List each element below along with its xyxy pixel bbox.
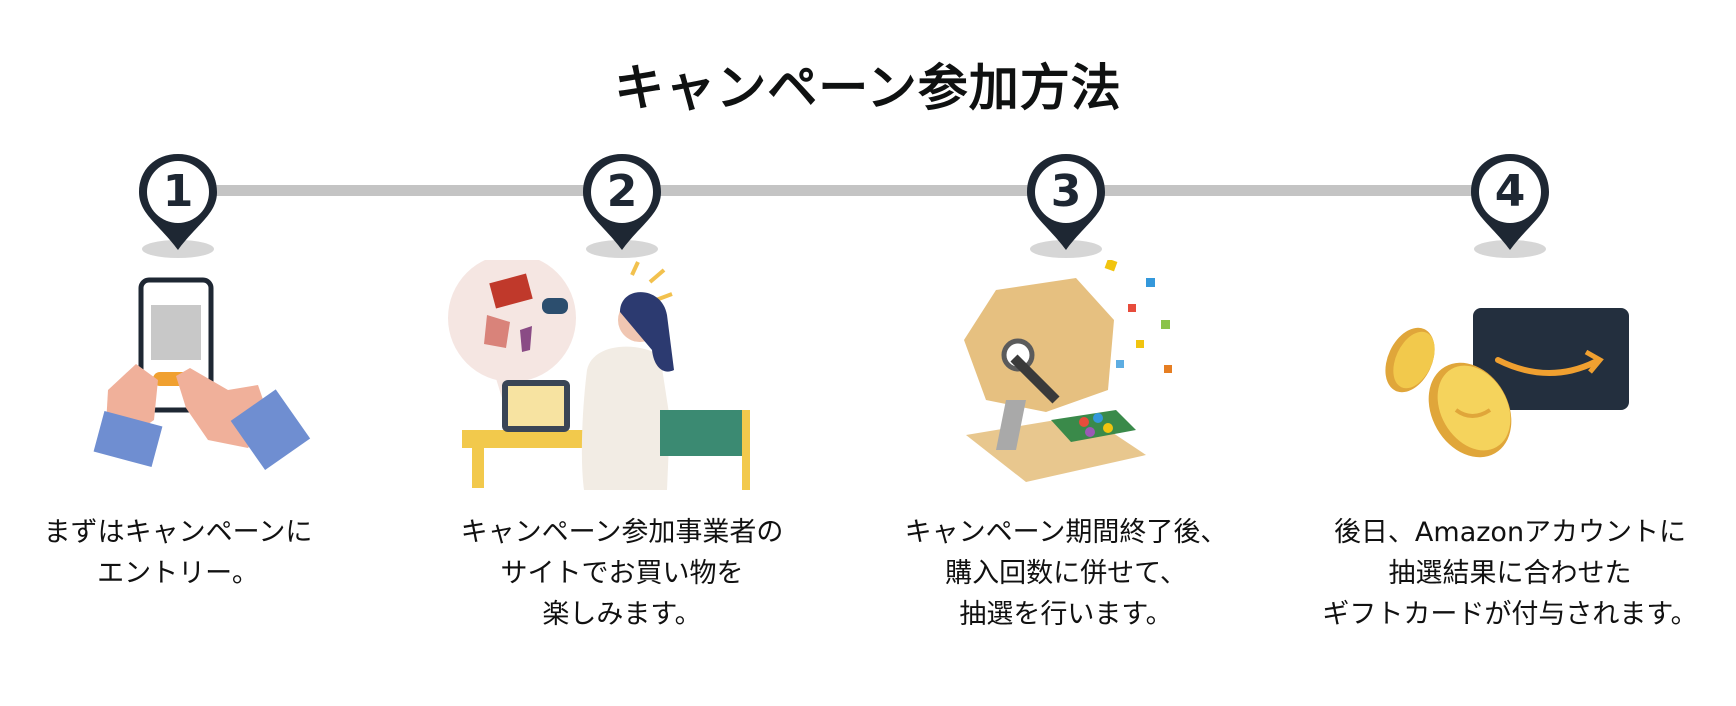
phone-tap-icon [0, 260, 398, 490]
desc-line: 楽しみます。 [402, 594, 842, 635]
step-3: 3 キャンペーン期間終了後、 購入回数に併せて、 抽選を行います。 [846, 0, 1286, 706]
step-number: 1 [138, 160, 218, 224]
step-1: 1 まずはキャンペーンに エントリー。 [0, 0, 398, 706]
step-description: キャンペーン参加事業者の サイトでお買い物を 楽しみます。 [402, 512, 842, 635]
step-number: 4 [1470, 160, 1550, 224]
step-number: 2 [582, 160, 662, 224]
desc-line: 抽選結果に合わせた [1290, 553, 1730, 594]
step-2: 2 キャンペーン参加事業者の サイトでお買い物を 楽しみます。 [402, 0, 842, 706]
desc-line: まずはキャンペーンに [0, 512, 398, 553]
desc-line: 抽選を行います。 [846, 594, 1286, 635]
shopping-woman-icon [402, 260, 842, 490]
desc-line: キャンペーン参加事業者の [402, 512, 842, 553]
desc-line: 後日、Amazonアカウントに [1290, 512, 1730, 553]
step-description: キャンペーン期間終了後、 購入回数に併せて、 抽選を行います。 [846, 512, 1286, 635]
step-number: 3 [1026, 160, 1106, 224]
gift-card-coins-icon [1290, 260, 1730, 490]
lottery-machine-icon [846, 260, 1286, 490]
desc-line: 購入回数に併せて、 [846, 553, 1286, 594]
desc-line: ギフトカードが付与されます。 [1290, 594, 1730, 635]
desc-line: エントリー。 [0, 553, 398, 594]
step-description: まずはキャンペーンに エントリー。 [0, 512, 398, 594]
desc-line: サイトでお買い物を [402, 553, 842, 594]
step-4: 4 後日、Amazonアカウントに 抽選結果に合わせた ギフトカードが付与されま… [1290, 0, 1730, 706]
step-description: 後日、Amazonアカウントに 抽選結果に合わせた ギフトカードが付与されます。 [1290, 512, 1730, 635]
desc-line: キャンペーン期間終了後、 [846, 512, 1286, 553]
